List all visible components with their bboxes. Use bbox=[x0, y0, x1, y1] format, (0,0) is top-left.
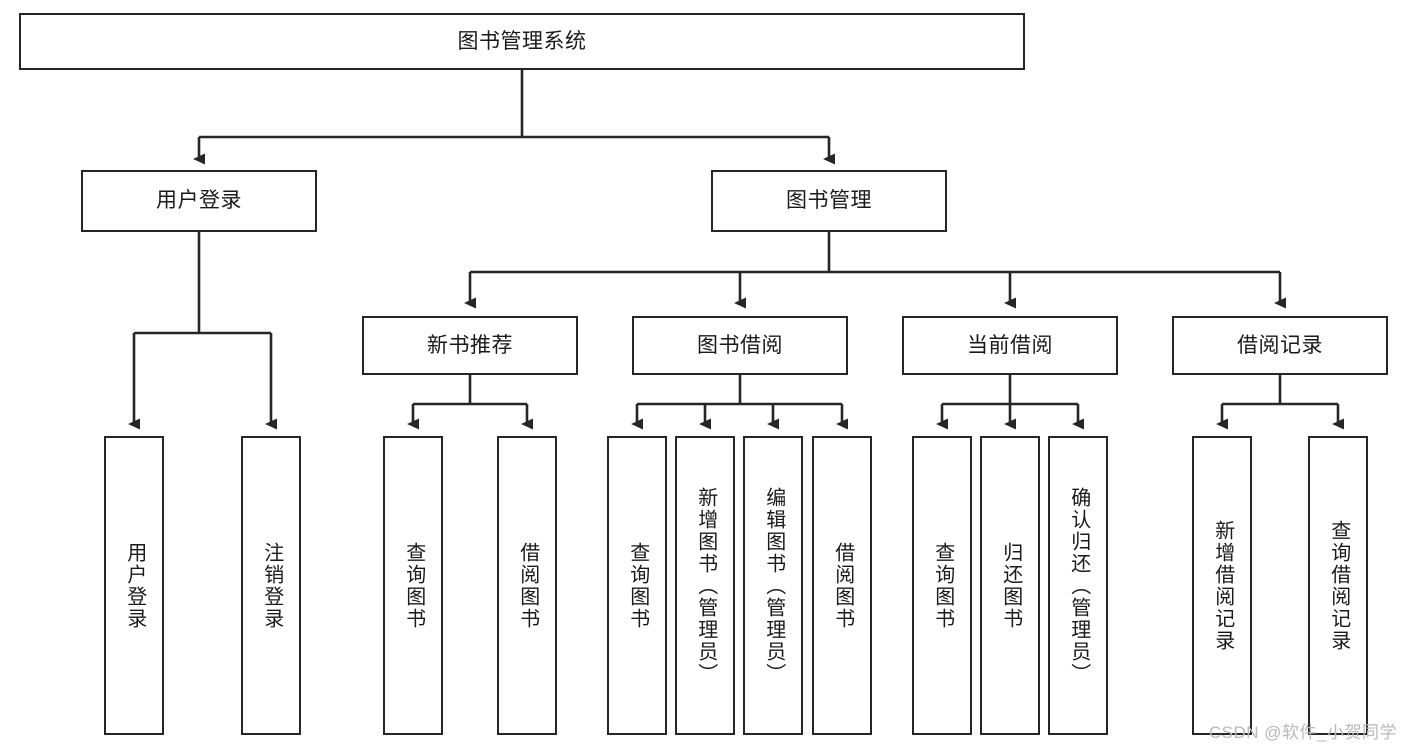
leaf-query-book-2[interactable]: 查询图书 bbox=[607, 436, 667, 735]
node-book-borrow-label: 图书借阅 bbox=[697, 333, 783, 357]
leaf-add-book-label: 新增图书（管理员） bbox=[694, 486, 717, 685]
watermark: CSDN @软件_小贺同学 bbox=[1208, 723, 1397, 742]
node-new-book-recommend-label: 新书推荐 bbox=[427, 333, 513, 357]
leaf-logout-login-label: 注销登录 bbox=[260, 541, 283, 630]
node-book-borrow[interactable]: 图书借阅 bbox=[632, 316, 848, 375]
node-root[interactable]: 图书管理系统 bbox=[19, 13, 1025, 70]
leaf-borrow-book-1[interactable]: 借阅图书 bbox=[497, 436, 557, 735]
leaf-confirm-return-label: 确认归还（管理员） bbox=[1067, 486, 1090, 685]
leaf-query-book-1[interactable]: 查询图书 bbox=[383, 436, 443, 735]
leaf-return-book-label: 归还图书 bbox=[999, 541, 1022, 630]
leaf-query-book-2-label: 查询图书 bbox=[626, 541, 649, 630]
node-book-management-label: 图书管理 bbox=[786, 189, 872, 213]
node-borrow-record[interactable]: 借阅记录 bbox=[1172, 316, 1388, 375]
leaf-confirm-return[interactable]: 确认归还（管理员） bbox=[1048, 436, 1108, 735]
leaf-return-book[interactable]: 归还图书 bbox=[980, 436, 1040, 735]
node-borrow-record-label: 借阅记录 bbox=[1237, 333, 1323, 357]
node-book-management[interactable]: 图书管理 bbox=[711, 170, 947, 232]
leaf-query-record-label: 查询借阅记录 bbox=[1327, 519, 1350, 652]
leaf-query-book-3-label: 查询图书 bbox=[931, 541, 954, 630]
node-current-borrow[interactable]: 当前借阅 bbox=[902, 316, 1118, 375]
leaf-edit-book[interactable]: 编辑图书（管理员） bbox=[743, 436, 803, 735]
leaf-edit-book-label: 编辑图书（管理员） bbox=[762, 486, 785, 685]
leaf-borrow-book-2[interactable]: 借阅图书 bbox=[812, 436, 872, 735]
leaf-query-record[interactable]: 查询借阅记录 bbox=[1308, 436, 1368, 735]
leaf-borrow-book-1-label: 借阅图书 bbox=[516, 541, 539, 630]
leaf-user-login-label: 用户登录 bbox=[123, 541, 146, 630]
leaf-borrow-book-2-label: 借阅图书 bbox=[831, 541, 854, 630]
leaf-query-book-1-label: 查询图书 bbox=[402, 541, 425, 630]
leaf-logout-login[interactable]: 注销登录 bbox=[241, 436, 301, 735]
node-root-label: 图书管理系统 bbox=[457, 29, 587, 53]
leaf-add-book[interactable]: 新增图书（管理员） bbox=[675, 436, 735, 735]
leaf-user-login[interactable]: 用户登录 bbox=[104, 436, 164, 735]
node-user-login[interactable]: 用户登录 bbox=[81, 170, 317, 232]
node-user-login-label: 用户登录 bbox=[156, 189, 242, 213]
leaf-add-record-label: 新增借阅记录 bbox=[1211, 519, 1234, 652]
leaf-add-record[interactable]: 新增借阅记录 bbox=[1192, 436, 1252, 735]
leaf-query-book-3[interactable]: 查询图书 bbox=[912, 436, 972, 735]
node-current-borrow-label: 当前借阅 bbox=[967, 333, 1053, 357]
node-new-book-recommend[interactable]: 新书推荐 bbox=[362, 316, 578, 375]
